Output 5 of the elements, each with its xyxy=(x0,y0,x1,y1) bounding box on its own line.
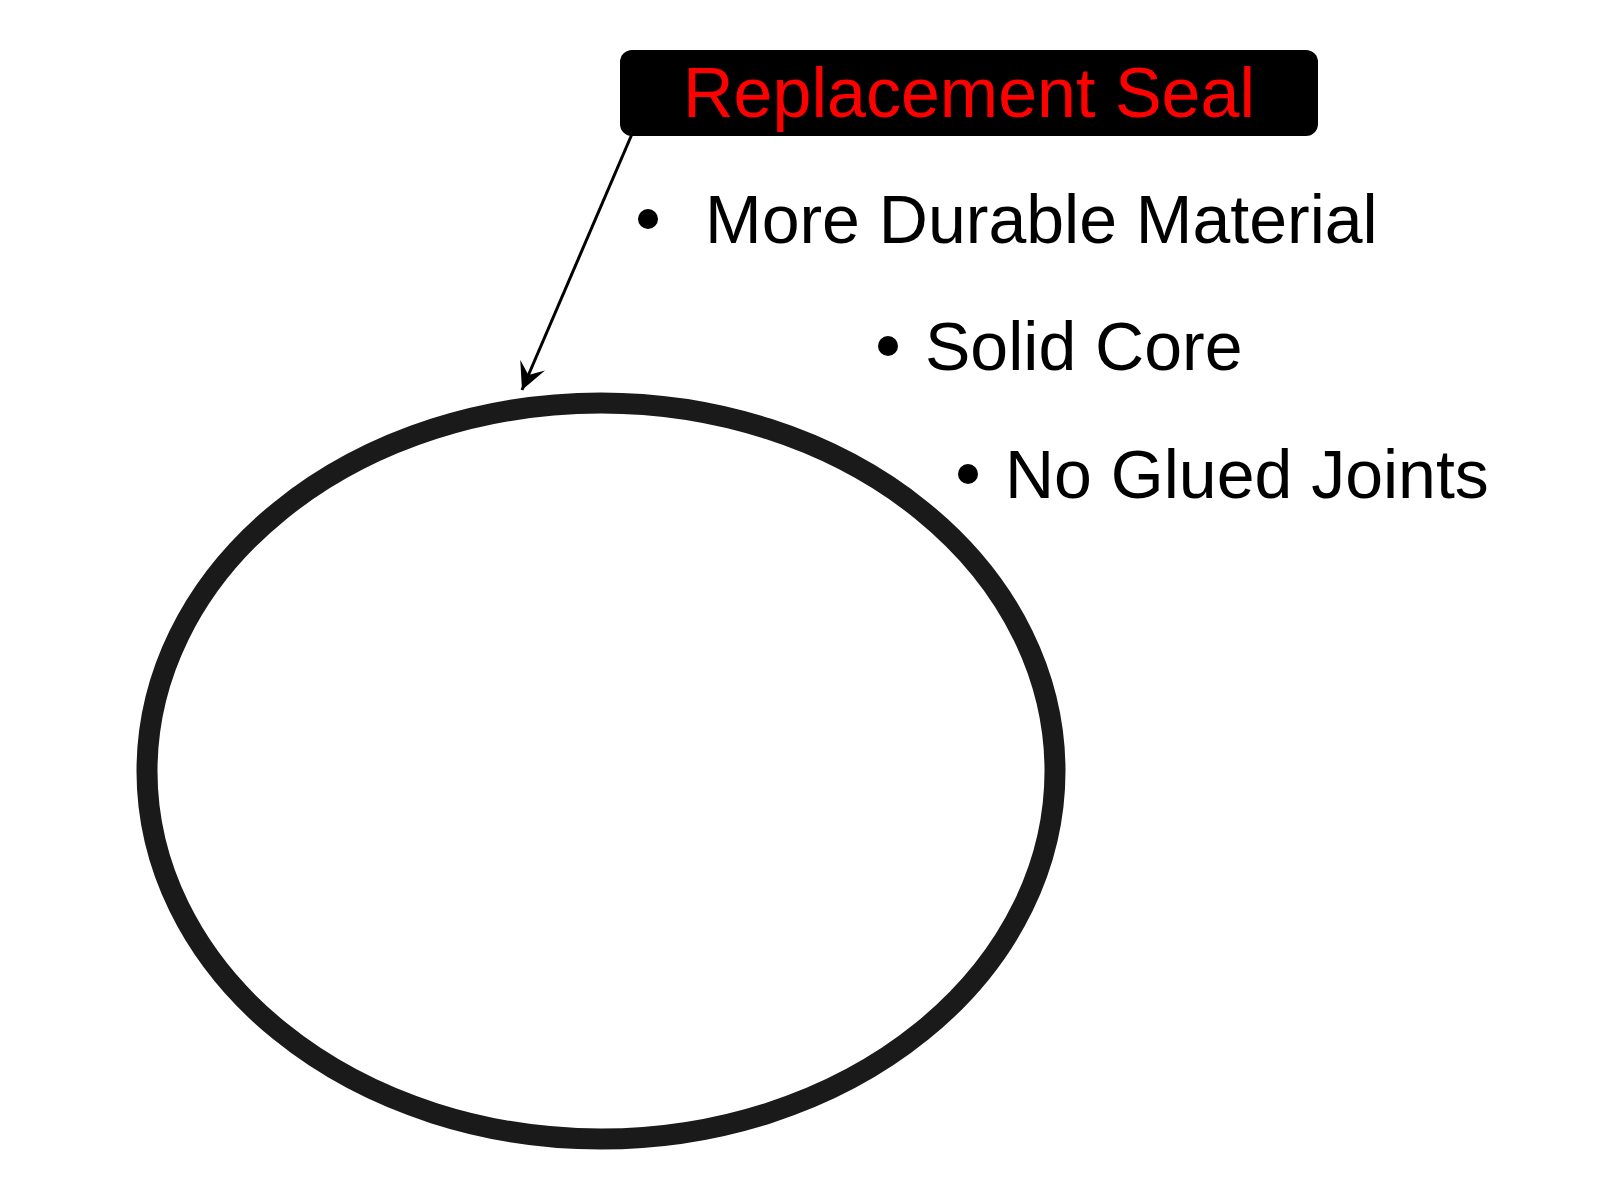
bullet-text: No Glued Joints xyxy=(1005,440,1489,508)
bullet-text: More Durable Material xyxy=(705,185,1378,253)
bullet-text: Solid Core xyxy=(925,312,1243,380)
leader-line xyxy=(520,133,634,391)
callout-box xyxy=(620,50,1318,136)
